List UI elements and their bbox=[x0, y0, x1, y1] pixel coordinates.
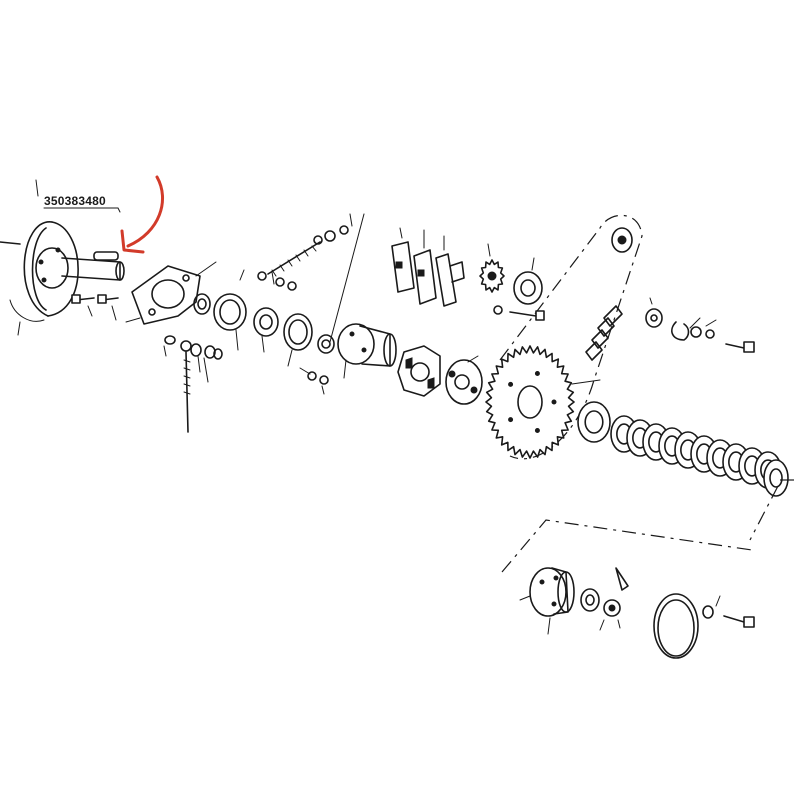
small-mid-sprocket bbox=[479, 243, 505, 293]
right-small-parts bbox=[645, 297, 755, 353]
tensioner-blocks bbox=[391, 227, 465, 307]
lower-subassembly-outline bbox=[501, 479, 800, 573]
bearing-ring-2 bbox=[213, 293, 247, 351]
leader-line bbox=[329, 213, 365, 343]
bearing-ring-1 bbox=[193, 293, 211, 315]
washer-stack bbox=[577, 401, 789, 497]
small-washers bbox=[190, 343, 223, 383]
bearing-ring-4 bbox=[283, 313, 313, 367]
lower-flange-hub bbox=[519, 567, 575, 635]
part-number-label: 350383480 bbox=[44, 194, 106, 208]
lower-cover-plate bbox=[653, 593, 755, 659]
red-callout-arrow bbox=[120, 175, 165, 254]
label-tick bbox=[35, 179, 39, 197]
coupling-half bbox=[445, 355, 483, 405]
chain-segment bbox=[585, 305, 623, 361]
bearing-unit bbox=[513, 257, 543, 305]
bearing-ring-3 bbox=[253, 307, 279, 353]
flange-plate bbox=[125, 261, 217, 325]
large-sprocket bbox=[485, 345, 601, 459]
small-top-sprocket bbox=[611, 227, 633, 253]
coupling-spider bbox=[397, 345, 441, 397]
bearing-ring-5 bbox=[317, 334, 335, 354]
shaft-key bbox=[93, 251, 119, 261]
disk-bolts bbox=[71, 294, 119, 321]
sprocket-bolt bbox=[493, 305, 545, 321]
small-nut-cluster bbox=[299, 367, 329, 395]
input-shaft bbox=[61, 251, 125, 281]
lower-small-parts bbox=[580, 567, 629, 631]
long-stud-bolt bbox=[163, 335, 192, 433]
left-wheel-disk bbox=[0, 221, 79, 336]
threaded-rod bbox=[239, 213, 353, 291]
hub-flange bbox=[337, 323, 397, 379]
part-number-underline bbox=[43, 207, 121, 213]
